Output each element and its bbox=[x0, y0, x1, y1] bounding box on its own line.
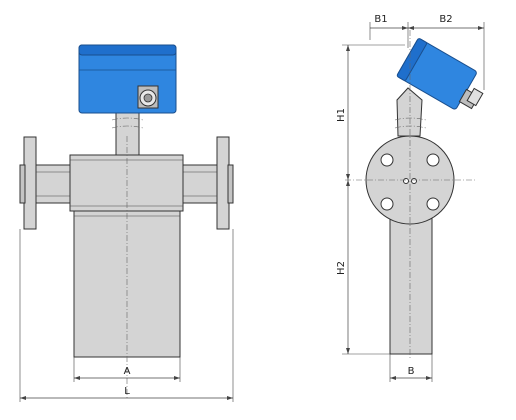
neck-break-line bbox=[111, 117, 144, 121]
bolt-hole bbox=[380, 197, 394, 211]
left-flange-face bbox=[19, 164, 26, 204]
dim-h1-arrow bbox=[346, 45, 350, 51]
side-neck bbox=[396, 87, 423, 137]
bolt-hole bbox=[426, 197, 440, 211]
dim-b2-label: B2 bbox=[439, 14, 452, 25]
dim-a-arrow bbox=[174, 376, 180, 380]
dim-b1-label: B1 bbox=[374, 14, 387, 25]
dim-b2-arrow bbox=[408, 26, 414, 30]
side-gland-body bbox=[466, 87, 484, 107]
left-flange bbox=[19, 136, 71, 230]
dim-h2-arrow bbox=[346, 180, 350, 186]
dim-l-arrow bbox=[227, 396, 233, 400]
dimension-b1-b2: B1 B2 bbox=[369, 14, 485, 90]
dimension-a: A bbox=[73, 357, 181, 382]
side-housing bbox=[389, 213, 433, 355]
flow-port bbox=[403, 178, 409, 184]
right-pipe bbox=[182, 164, 218, 204]
neck-break-line bbox=[111, 125, 144, 129]
transmitter-lid bbox=[78, 44, 177, 56]
dim-l-label: L bbox=[124, 386, 130, 397]
dim-h2-label: H2 bbox=[336, 261, 347, 275]
right-flange bbox=[182, 136, 234, 230]
side-transmitter-lid bbox=[396, 38, 427, 81]
right-flange-face bbox=[227, 164, 234, 204]
left-pipe bbox=[35, 164, 71, 204]
gland-hole bbox=[143, 93, 153, 103]
manifold-body bbox=[69, 154, 184, 212]
dim-a-arrow bbox=[74, 376, 80, 380]
flow-port bbox=[411, 178, 417, 184]
dim-b2-arrow bbox=[478, 26, 484, 30]
side-view: B1 B2 H1 H2 B bbox=[336, 14, 485, 382]
dim-l-arrow bbox=[20, 396, 26, 400]
right-flange-plate bbox=[216, 136, 230, 230]
side-cable-gland bbox=[458, 87, 484, 110]
dim-b-label: B bbox=[408, 366, 415, 377]
dim-b1-arrow bbox=[402, 26, 408, 30]
dimension-b: B bbox=[389, 354, 433, 382]
front-view: A L bbox=[19, 44, 234, 402]
dimension-h2: H2 bbox=[336, 180, 390, 355]
dim-h1-arrow bbox=[346, 174, 350, 180]
bolt-hole bbox=[380, 153, 394, 167]
dimension-h1: H1 bbox=[336, 44, 405, 180]
dim-h1-label: H1 bbox=[336, 108, 347, 122]
dim-b-arrow bbox=[426, 376, 432, 380]
bolt-hole bbox=[426, 153, 440, 167]
dim-a-label: A bbox=[124, 366, 131, 377]
dim-h2-arrow bbox=[346, 348, 350, 354]
dim-b-arrow bbox=[390, 376, 396, 380]
left-flange-plate bbox=[23, 136, 37, 230]
side-transmitter bbox=[396, 38, 477, 110]
cable-gland bbox=[137, 85, 159, 109]
dimension-l: L bbox=[19, 229, 234, 402]
